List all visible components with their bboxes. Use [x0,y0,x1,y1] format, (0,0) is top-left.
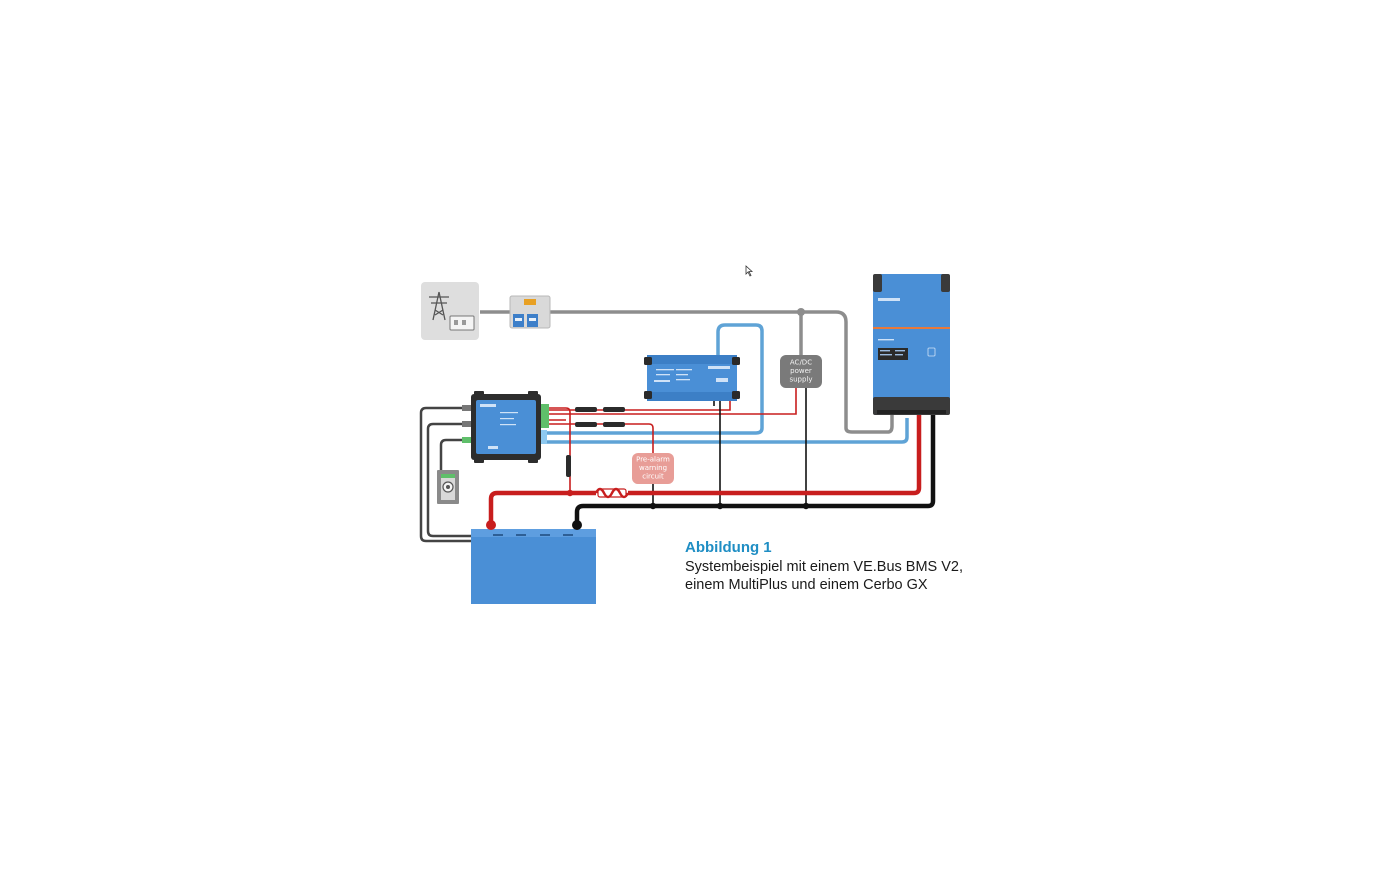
cerbo-gx-device [644,355,740,401]
caption-title: Abbildung 1 [685,539,772,556]
prealarm-label-3: circuit [642,473,664,481]
vebus-cables [541,323,909,444]
acdc-label-1: AC/DC [790,359,812,367]
acdc-label-3: supply [789,376,812,384]
battery-positive-terminal [486,520,496,530]
battery-negative-terminal [572,520,582,530]
signal-wires [541,388,807,506]
vebus-bms-device [462,391,549,463]
prealarm-label-2: warning [639,464,667,472]
ac-wiring [480,310,894,434]
lithium-battery [471,520,596,604]
cursor-icon [745,265,754,277]
dc-junctions [566,489,810,510]
pylon-icon [429,291,449,321]
control-wiring [419,406,471,543]
multiplus-inverter [873,274,950,415]
dc-fuse-icon [594,487,630,499]
figure-caption: Abbildung 1 Systembeispiel mit einem VE.… [685,539,963,594]
caption-line-1: Systembeispiel mit einem VE.Bus BMS V2, [685,559,964,575]
breaker-panel [509,295,551,329]
acdc-power-supply: AC/DC power supply [780,355,822,388]
inline-fuses [566,407,625,477]
remote-switch [437,470,459,504]
prealarm-label-1: Pre-alarm [636,456,670,464]
dc-cables [488,413,936,525]
grid-power-box [421,282,479,340]
prealarm-circuit: Pre-alarm warning circuit [632,453,674,484]
acdc-label-2: power [790,367,812,375]
caption-line-2: einem MultiPlus und einem Cerbo GX [685,577,928,593]
ac-junction [797,308,805,316]
